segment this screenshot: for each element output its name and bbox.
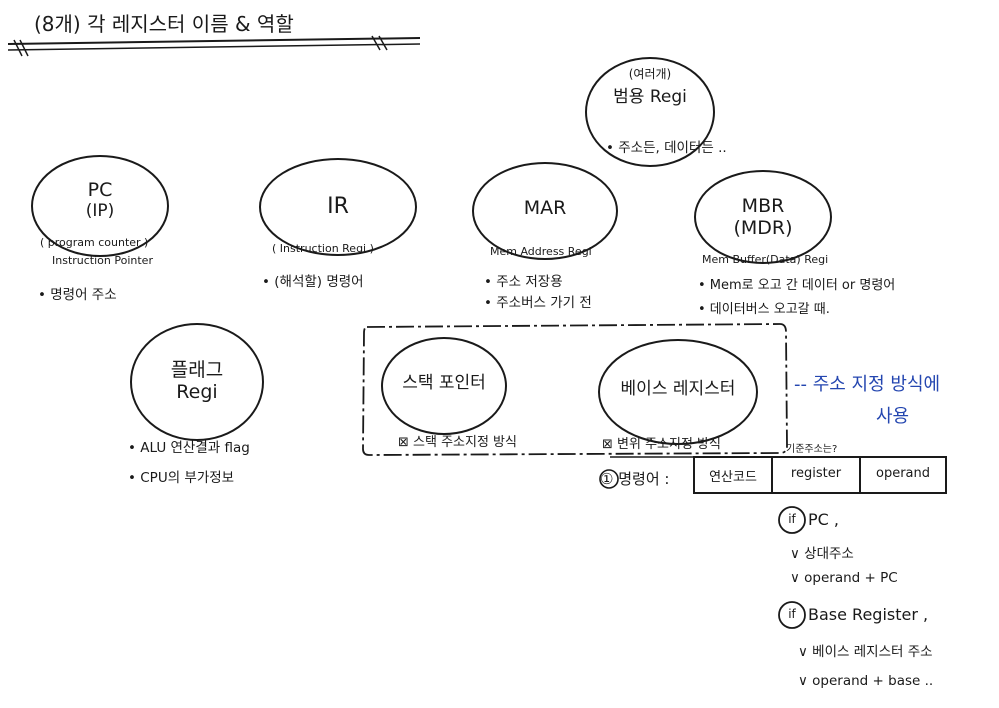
ir-node: IR (260, 194, 416, 219)
mbr-role-1: • Mem로 오고 간 데이터 or 명령어 (698, 278, 896, 293)
general-register-count: (여러개) (628, 67, 672, 81)
if-pc-item-1: ∨ 상대주소 (790, 546, 854, 562)
ir-full-name: ( Instruction Regi ) (272, 242, 374, 255)
mbr-role-2: • 데이터버스 오고갈 때. (698, 302, 830, 317)
mar-role-1: • 주소 저장용 (484, 274, 563, 290)
general-register-role: • 주소든, 데이터든 .. (606, 140, 727, 156)
stack-pointer-name: 스택 포인터 (402, 373, 486, 393)
general-register-node: (여러개) 범용 Regi (586, 67, 714, 107)
if-base-badge: if (788, 607, 796, 621)
mar-role-2: • 주소버스 가기 전 (484, 295, 592, 311)
base-register-name: 베이스 레지스터 (620, 379, 736, 399)
addressing-note-line-2: 사용 (876, 406, 910, 427)
ir-role: • (해석할) 명령어 (262, 274, 364, 290)
register-cell: register (790, 466, 842, 481)
if-base-title: Base Register , (808, 605, 929, 624)
mbr-node: MBR (MDR) (695, 195, 831, 240)
flag-name-2: Regi (176, 380, 218, 403)
mbr-full-name: Mem Buffer(Data) Regi (702, 253, 829, 266)
if-base-item-1: ∨ 베이스 레지스터 주소 (798, 644, 933, 660)
opcode-cell: 연산코드 (709, 470, 757, 485)
if-pc-item-2: ∨ operand + PC (790, 570, 898, 586)
ir-name: IR (327, 194, 349, 219)
addressing-note-line-1: -- 주소 지정 방식에 (794, 374, 941, 395)
base-register-node: 베이스 레지스터 (599, 379, 757, 400)
flag-role-2: • CPU의 부가정보 (128, 470, 235, 486)
if-pc-title: PC , (808, 510, 839, 529)
stack-pointer-method: ⊠ 스택 주소지정 방식 (398, 435, 517, 450)
base-register-method: ⊠ 변위 주소지정 방식 (602, 437, 721, 452)
pc-name: PC (87, 179, 113, 201)
general-register-name: 범용 Regi (613, 86, 687, 107)
if-base-item-2: ∨ operand + base .. (798, 673, 934, 689)
pc-node: PC (IP) (32, 179, 168, 221)
flag-node: 플래그 Regi (131, 359, 263, 404)
mar-node: MAR (473, 197, 617, 220)
base-address-question: 기준주소는? (786, 444, 838, 455)
pc-full-name: ( program counter ) (40, 236, 149, 249)
instruction-label: ① 명령어 : (600, 470, 670, 488)
pc-full-name-2: Instruction Pointer (52, 254, 153, 267)
flag-role-1: • ALU 연산결과 flag (128, 440, 250, 456)
operand-cell: operand (875, 466, 930, 481)
mbr-alias: (MDR) (733, 216, 793, 239)
mbr-name: MBR (741, 195, 785, 217)
page-title: (8개) 각 레지스터 이름 & 역할 (34, 12, 294, 36)
flag-name: 플래그 (170, 359, 224, 381)
pc-role: • 명령어 주소 (38, 287, 117, 303)
stack-pointer-node: 스택 포인터 (382, 373, 506, 394)
mar-full-name: Mem Address Regi (490, 245, 592, 258)
mar-name: MAR (523, 197, 567, 219)
if-pc-badge: if (788, 512, 796, 526)
pc-alias: (IP) (85, 200, 115, 221)
